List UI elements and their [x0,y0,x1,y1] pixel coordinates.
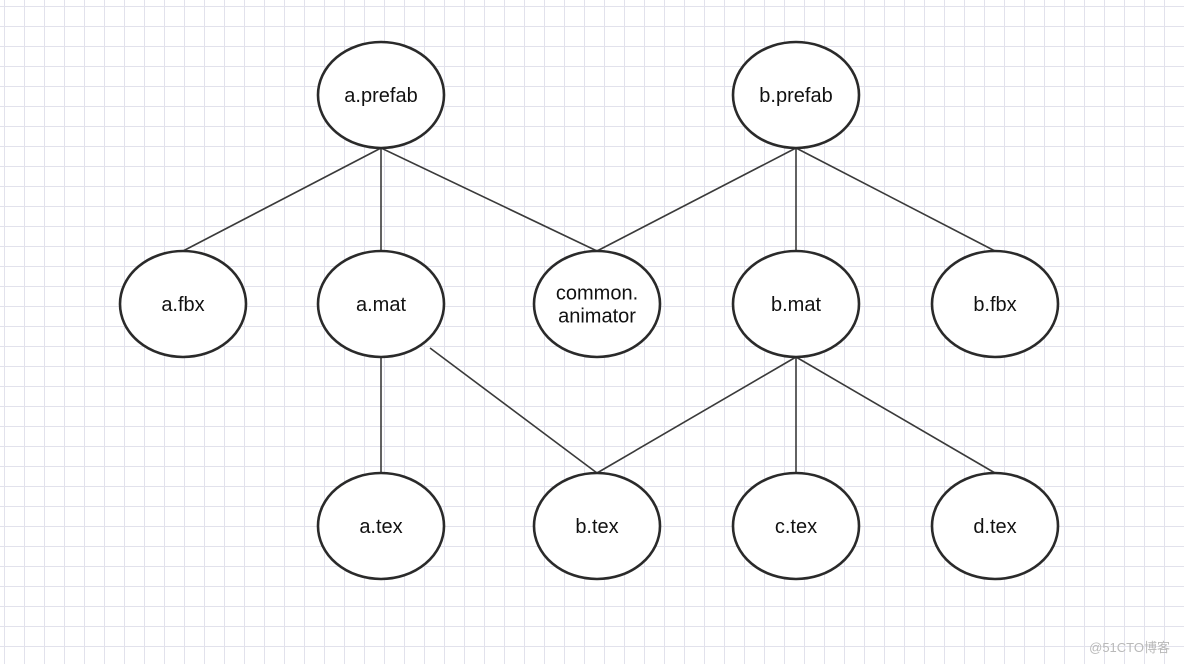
node-ellipse [532,471,662,581]
node-ellipse [731,249,861,359]
node-label: d.tex [973,516,1016,538]
node-layer: a.prefab b.prefab a.fbx a.mat common.animato… [118,40,1060,581]
edge-b-prefab-to-common-animator [596,147,797,252]
node-ellipse [930,249,1060,359]
node-label: b.mat [771,294,821,316]
node-ellipse [731,471,861,581]
node-a-mat: a.mat [316,249,446,359]
node-label: c.tex [775,516,817,538]
node-label: a.prefab [344,85,417,107]
edge-layer [182,147,996,474]
edge-b-mat-to-b-tex [596,356,797,474]
edge-a-mat-to-b-tex [429,347,598,474]
node-ellipse [930,471,1060,581]
node-ellipse [731,40,861,150]
edge-a-prefab-to-common-animator [380,147,598,252]
node-a-fbx: a.fbx [118,249,248,359]
node-label: common. [556,283,638,305]
node-label: b.fbx [973,294,1016,316]
node-b-fbx: b.fbx [930,249,1060,359]
node-c-tex: c.tex [731,471,861,581]
node-label: a.mat [356,294,406,316]
node-a-tex: a.tex [316,471,446,581]
node-ellipse [316,40,446,150]
node-ellipse [316,471,446,581]
node-label: a.fbx [161,294,204,316]
node-label: animator [558,306,636,328]
node-b-tex: b.tex [532,471,662,581]
node-label: b.prefab [759,85,832,107]
node-b-mat: b.mat [731,249,861,359]
node-label: a.tex [359,516,402,538]
node-ellipse [532,249,662,359]
node-b-prefab: b.prefab [731,40,861,150]
node-label: b.tex [575,516,618,538]
node-ellipse [118,249,248,359]
watermark: @51CTO博客 [1089,640,1170,655]
node-a-prefab: a.prefab [316,40,446,150]
node-common-animator: common.animator [532,249,662,359]
edge-b-mat-to-d-tex [795,356,996,474]
edge-a-prefab-to-a-fbx [182,147,382,252]
node-ellipse [316,249,446,359]
node-d-tex: d.tex [930,471,1060,581]
edge-b-prefab-to-b-fbx [795,147,996,252]
